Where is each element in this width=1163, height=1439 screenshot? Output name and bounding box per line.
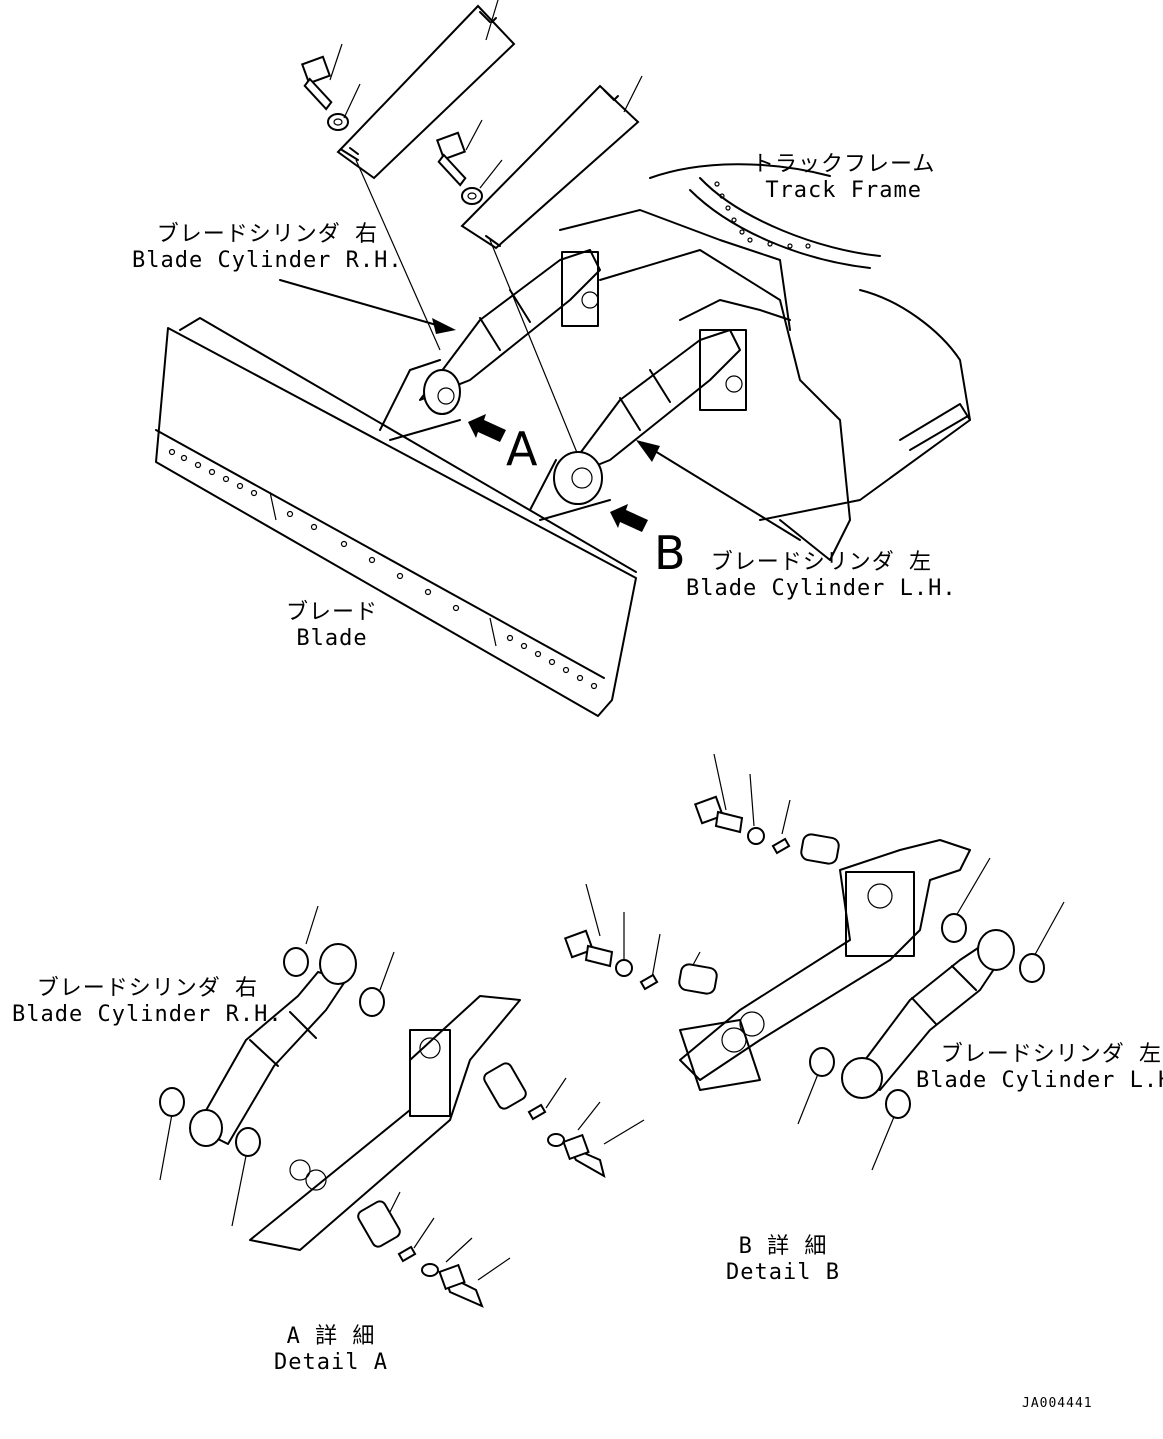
label-blade-cylinder-rh-detail: ブレードシリンダ 右 Blade Cylinder R.H. [12,976,283,1028]
label-blade-cylinder-lh-top-jp: ブレードシリンダ 左 [710,550,932,575]
label-blade-jp: ブレード [286,600,379,625]
drawing-code: JA004441 [1022,1396,1093,1411]
label-detail-a: A 詳 細 Detail A [274,1324,388,1376]
label-detail-b-en: Detail B [726,1260,840,1285]
lh-frame-bracket [679,299,791,411]
label-track-frame: トラックフレーム Track Frame [752,152,935,204]
blade-cylinder-rh [379,249,601,441]
label-detail-b: B 詳 細 Detail B [726,1234,840,1286]
label-blade-cylinder-rh-top-en: Blade Cylinder R.H. [132,248,403,273]
view-arrow-b [610,504,648,532]
label-blade-cylinder-rh-detail-en: Blade Cylinder R.H. [12,1002,283,1027]
label-blade-cylinder-lh-detail-jp: ブレードシリンダ 左 [940,1042,1162,1067]
cover-plate-rh [336,4,516,180]
label-blade-cylinder-lh-top: ブレードシリンダ 左 Blade Cylinder L.H. [686,550,957,602]
label-blade-en: Blade [296,626,368,651]
label-blade-cylinder-rh-top: ブレードシリンダ 右 Blade Cylinder R.H. [132,222,403,274]
rh-frame-bracket [561,251,599,327]
blade-cylinder-lh [529,329,741,521]
label-blade-cylinder-rh-detail-jp: ブレードシリンダ 右 [36,976,258,1001]
label-track-frame-en: Track Frame [765,178,923,203]
cover-bolt-rh [300,55,349,131]
label-detail-b-jp: B 詳 細 [738,1234,828,1259]
label-detail-a-jp: A 詳 細 [286,1324,376,1349]
label-blade: ブレード Blade [286,600,378,652]
detail-a-drawing [159,905,645,1308]
cover-plate-lh [460,84,640,250]
label-detail-a-en: Detail A [274,1350,388,1375]
detail-b-drawing [563,753,1065,1171]
label-blade-cylinder-lh-detail-en: Blade Cylinder L.H. [916,1068,1163,1093]
view-arrow-a [468,414,506,442]
label-track-frame-jp: トラックフレーム [752,152,936,177]
label-blade-cylinder-rh-top-jp: ブレードシリンダ 右 [156,222,378,247]
callout-b: B [654,526,686,580]
label-blade-cylinder-lh-top-en: Blade Cylinder L.H. [686,576,957,601]
blade [155,317,637,717]
track-frame [559,163,971,561]
callout-a: A [506,422,538,476]
label-blade-cylinder-lh-detail: ブレードシリンダ 左 Blade Cylinder L.H. [916,1042,1163,1094]
cover-bolt-lh [435,131,483,205]
